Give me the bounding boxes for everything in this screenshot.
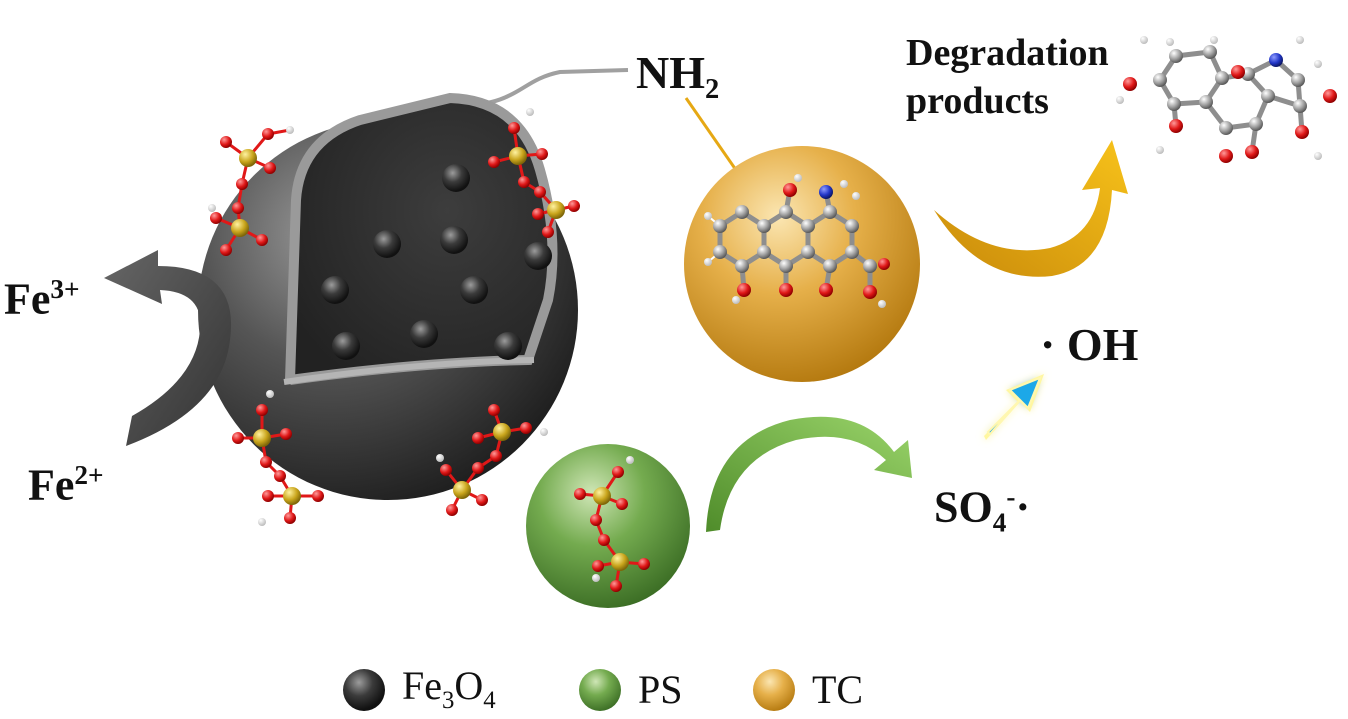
legend-item-ps: PS xyxy=(576,662,683,718)
tetracycline-molecule-icon xyxy=(704,174,890,308)
nh2-label: NH2 xyxy=(636,47,720,106)
persulfate-cluster-top-left xyxy=(208,126,294,256)
legend-item-tc: TC xyxy=(750,662,863,718)
to-degradation-arrow xyxy=(934,140,1128,277)
persulfate-cluster-bottom-left xyxy=(232,390,324,526)
legend-label-tc: TC xyxy=(812,667,864,712)
degradation-product-molecule-icon xyxy=(1116,36,1337,163)
degradation-label-line2: products xyxy=(906,80,1049,122)
fe3-label: Fe3+ xyxy=(4,274,80,324)
nh2-tc-connector xyxy=(684,97,738,171)
legend-label-fe3o4: Fe3O4 xyxy=(402,663,496,715)
legend-item-fe3o4: Fe3O4 xyxy=(340,662,496,718)
to-hydroxyl-radical-arrow xyxy=(984,374,1044,440)
tc-sphere xyxy=(684,146,920,382)
to-sulfate-radical-arrow xyxy=(706,416,912,532)
fe-redox-cycle-arrow xyxy=(104,250,232,446)
persulfate-cluster-top-right xyxy=(488,108,580,238)
fe2-label: Fe2+ xyxy=(28,460,104,510)
ps-legend-icon xyxy=(579,669,621,711)
fe3o4-legend-icon xyxy=(343,669,385,711)
sulfate-radical-label: SO4-· xyxy=(934,482,1031,538)
fe3o4-particle xyxy=(332,332,360,360)
degradation-label-line1: Degradation xyxy=(906,32,1109,74)
fe3o4-particle xyxy=(524,242,552,270)
tc-legend-icon xyxy=(753,669,795,711)
fe3o4-particle xyxy=(410,320,438,348)
hydroxyl-radical-label: · OH xyxy=(1040,319,1139,370)
fe3o4-hollow-sphere-icon xyxy=(198,92,578,500)
ps-sphere xyxy=(526,444,690,608)
fe3o4-nanoparticles xyxy=(321,164,552,360)
fe3o4-particle xyxy=(460,276,488,304)
fe3o4-particle xyxy=(373,230,401,258)
persulfate-molecule-icon xyxy=(574,456,650,592)
legend-label-ps: PS xyxy=(638,667,683,712)
fe3o4-particle xyxy=(321,276,349,304)
fe3o4-particle xyxy=(494,332,522,360)
fe3o4-particle xyxy=(440,226,468,254)
persulfate-cluster-bottom-right xyxy=(436,404,548,516)
fe3o4-particle xyxy=(442,164,470,192)
